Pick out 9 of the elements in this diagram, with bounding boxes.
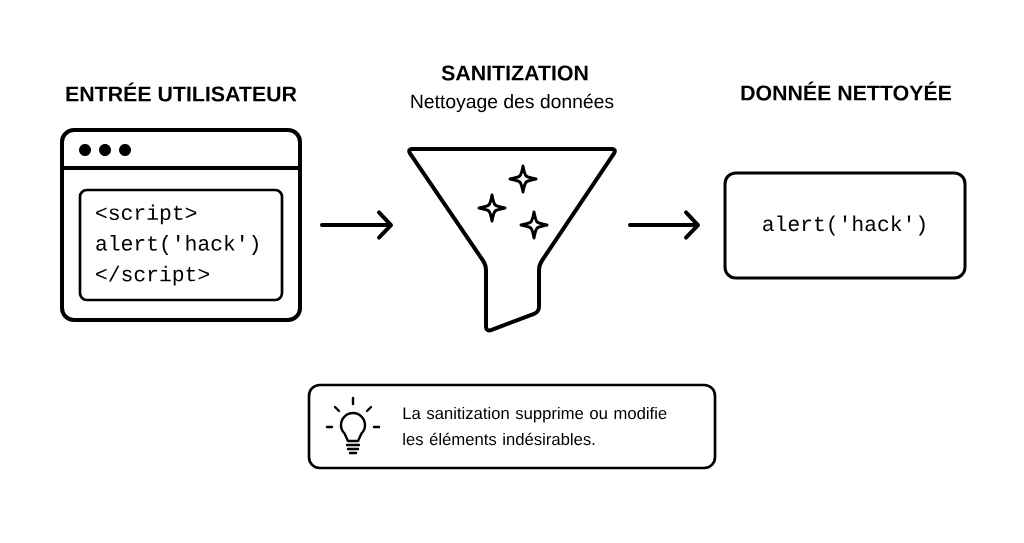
- heading: ENTRÉE UTILISATEUR: [66, 82, 297, 102]
- note-box: La sanitization supprime ou modifie les éléments indésirables.: [307, 383, 717, 470]
- subheading: Nettoyage des données: [411, 93, 614, 113]
- heading: DONNÉE NETTOYÉE: [741, 81, 952, 101]
- arrow: [320, 210, 393, 240]
- arrow: [628, 210, 700, 240]
- code-box: alert('hack'): [723, 171, 967, 280]
- code-box: <script> alert('hack') </script>: [78, 188, 284, 302]
- heading: SANITIZATION: [441, 65, 588, 81]
